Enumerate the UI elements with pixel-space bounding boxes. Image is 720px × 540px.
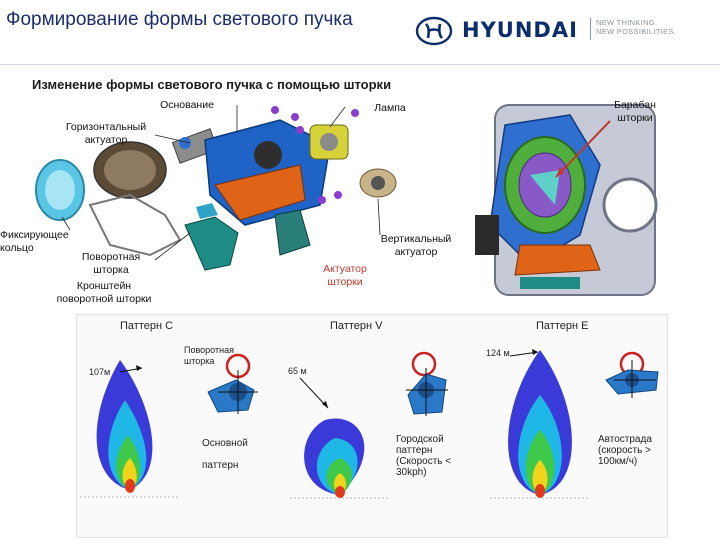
pattern-c-distance: 107м [89,367,110,378]
pattern-e-distance: 124 м [486,348,510,359]
pattern-c-caption: Основной паттерн [202,438,272,471]
pattern-c-shutter-note: Поворотная шторка [184,345,244,367]
pattern-e-caption: Автострада (скорость > 100км/ч) [598,434,668,467]
pattern-v-distance: 65 м [288,366,307,377]
pattern-v-caption: Городской паттерн (Скорость < 30kph) [396,434,466,478]
